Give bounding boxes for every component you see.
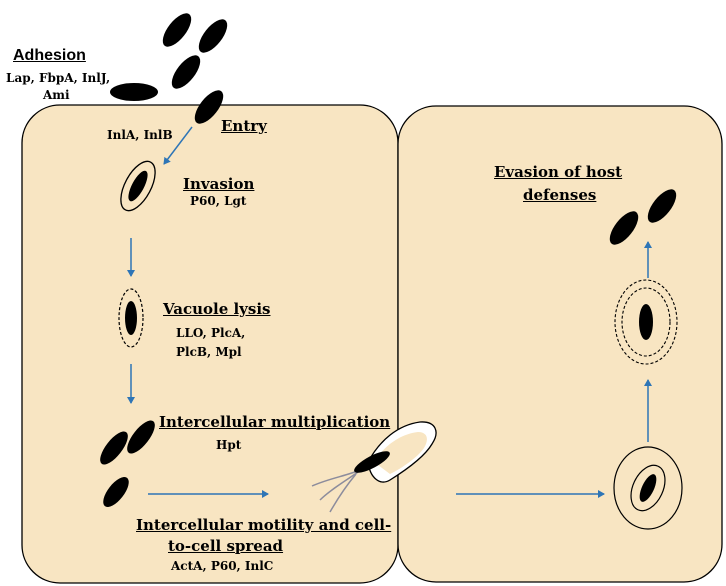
bacterium-icon (100, 420, 155, 508)
entry-proteins: InlA, InlB (107, 128, 173, 142)
cell-protrusion (367, 421, 437, 483)
entry-title: Entry (221, 117, 267, 135)
vacuole-icon (120, 160, 156, 212)
invasion-proteins: P60, Lgt (190, 194, 247, 208)
multiplication-proteins: Hpt (216, 438, 242, 452)
vacuole-lysis-proteins-line2: PlcB, Mpl (176, 345, 242, 359)
vacuole-lysis-title: Vacuole lysis (163, 300, 271, 318)
host-cell-right (397, 105, 723, 583)
bacterium-icon (609, 189, 677, 245)
adhesion-title: Adhesion (13, 47, 86, 64)
adhesion-proteins-line2: Ami (43, 88, 70, 102)
vacuole-lysis-proteins-line1: LLO, PlcA, (176, 326, 246, 340)
evasion-title-line2: defenses (523, 186, 597, 204)
invasion-title: Invasion (183, 175, 255, 193)
vacuole-icon (614, 279, 678, 365)
vacuole-icon (118, 288, 144, 348)
bacterium-icon (354, 451, 390, 473)
motility-title-line1: Intercellular motility and cell- (136, 516, 392, 534)
evasion-title-line1: Evasion of host (494, 163, 623, 181)
adhesion-proteins-line1: Lap, FbpA, InlJ, (6, 71, 111, 85)
bacterium-icon (110, 13, 228, 124)
multiplication-title: Intercellular multiplication (159, 413, 391, 431)
motility-title-line2: to-cell spread (168, 537, 284, 555)
arrow-icon (127, 126, 652, 498)
vacuole-icon (613, 446, 683, 530)
motility-proteins: ActA, P60, InlC (171, 559, 274, 573)
